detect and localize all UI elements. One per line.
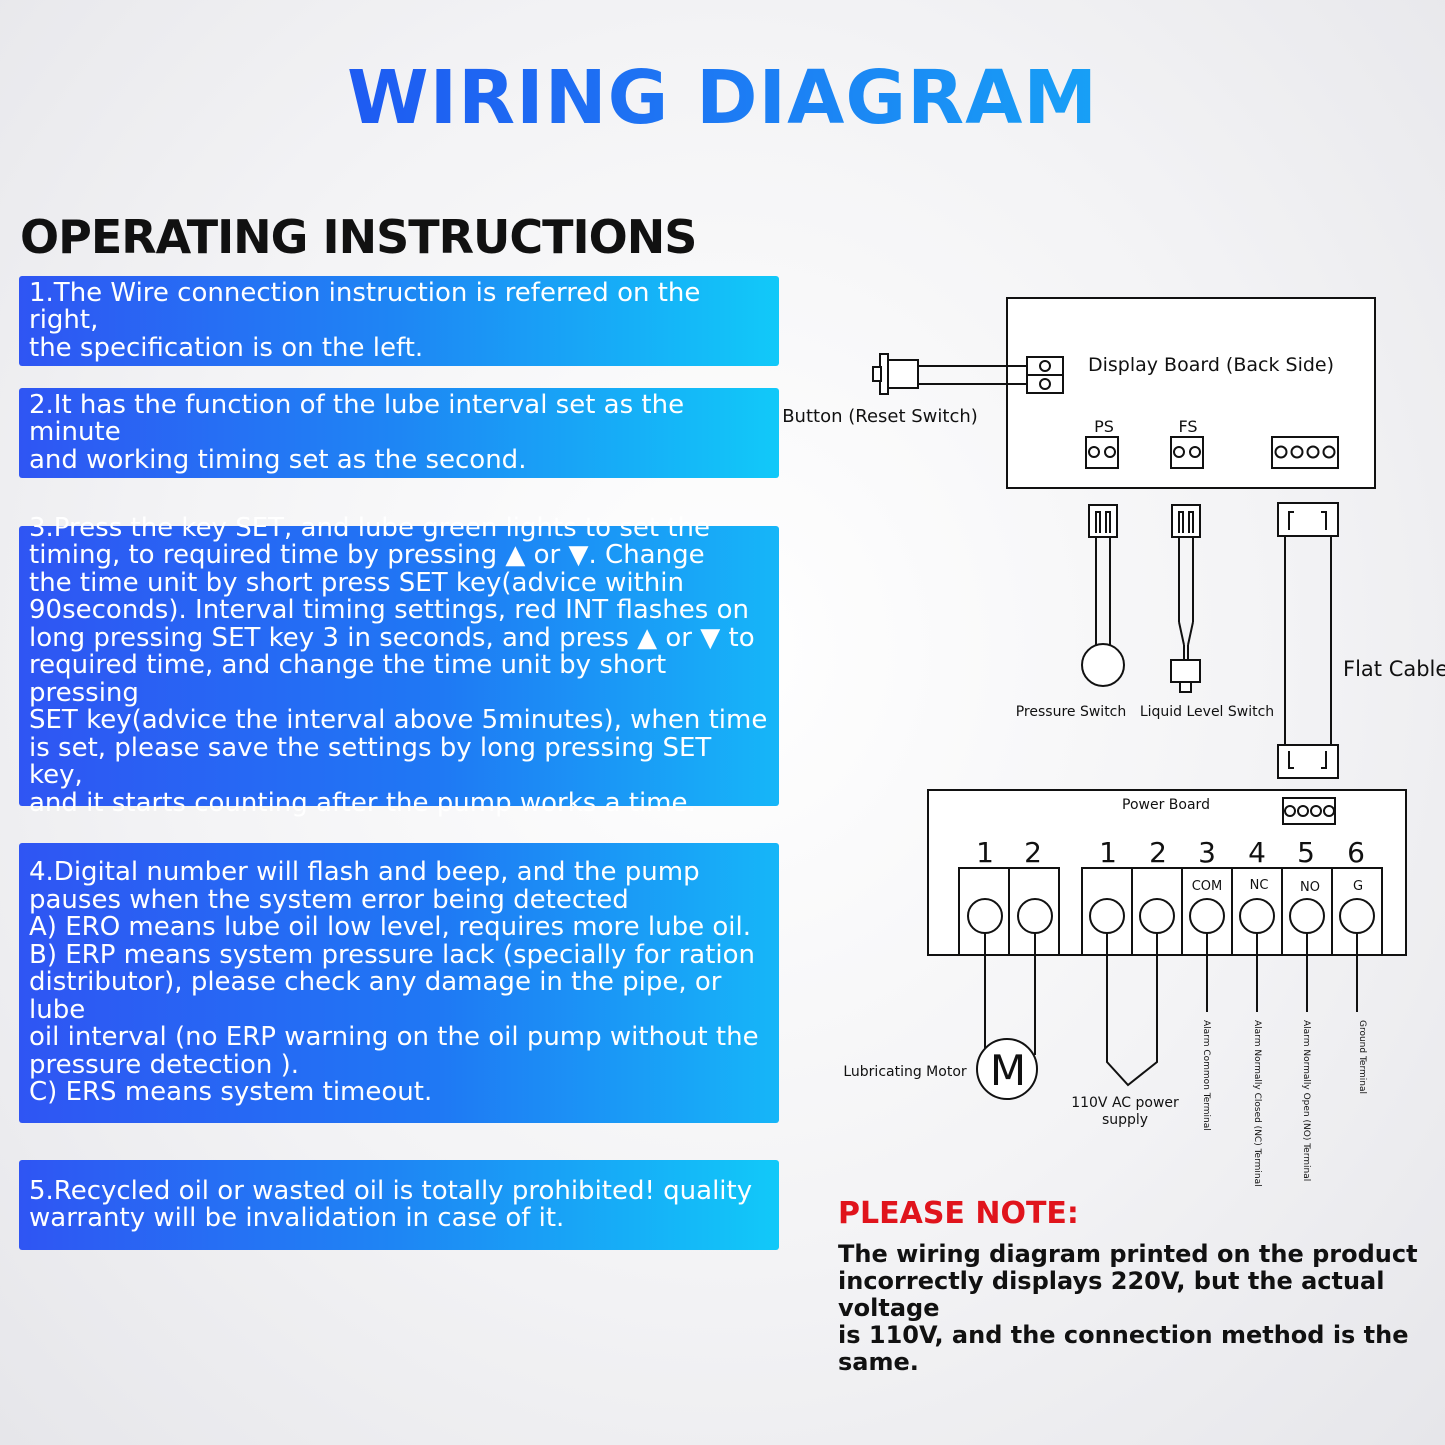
- terminal-number: 5: [1297, 836, 1315, 869]
- terminal-number: 1: [976, 836, 994, 869]
- instruction-text-2: 2.It has the function of the lube interv…: [29, 389, 685, 475]
- terminal-label-g: G: [1353, 879, 1363, 894]
- alarm-no-label: Alarm Normally Open (NO) Terminal: [1301, 1020, 1311, 1181]
- instruction-text-3: 3.Press the key SET, and lube green ligh…: [29, 512, 768, 818]
- terminal-number: 3: [1198, 836, 1216, 869]
- terminal-number: 1: [1099, 836, 1117, 869]
- motor-symbol: M: [990, 1046, 1026, 1095]
- terminal-label-com: COM: [1192, 879, 1223, 894]
- alarm-common-label: Alarm Common Terminal: [1201, 1020, 1211, 1131]
- instruction-box-2: 2.It has the function of the lube interv…: [19, 388, 779, 478]
- ps-label: PS: [1094, 417, 1114, 436]
- terminal-number: 6: [1347, 836, 1365, 869]
- terminal-label-nc: NC: [1250, 878, 1269, 893]
- liquid-level-switch-icon: [1170, 504, 1201, 693]
- instruction-box-4: 4.Digital number will flash and beep, an…: [19, 843, 779, 1123]
- section-title: OPERATING INSTRUCTIONS: [20, 210, 697, 264]
- alarm-nc-label: Alarm Normally Closed (NC) Terminal: [1252, 1020, 1262, 1187]
- instruction-text-4: 4.Digital number will flash and beep, an…: [29, 857, 759, 1108]
- instruction-box-5: 5.Recycled oil or wasted oil is totally …: [19, 1160, 779, 1250]
- power-supply-label: 110V AC power: [1071, 1095, 1179, 1111]
- reset-button-icon: [872, 353, 1027, 395]
- fs-label: FS: [1178, 417, 1197, 436]
- note-body: The wiring diagram printed on the produc…: [838, 1240, 1418, 1376]
- instruction-box-3: 3.Press the key SET, and lube green ligh…: [19, 514, 779, 816]
- ground-label: Ground Terminal: [1357, 1020, 1367, 1094]
- main-terminal-block: [1081, 867, 1383, 956]
- flat-cable-label: Flat Cable: [1343, 657, 1445, 681]
- power-supply-label: supply: [1102, 1112, 1148, 1128]
- liquid-level-switch-label: Liquid Level Switch: [1140, 704, 1274, 720]
- terminal-number: 2: [1024, 836, 1042, 869]
- instruction-text-1: 1.The Wire connection instruction is ref…: [29, 277, 701, 363]
- display-board-label: Display Board (Back Side): [1088, 354, 1334, 376]
- motor-icon: [976, 1038, 1038, 1100]
- instruction-box-1: 1.The Wire connection instruction is ref…: [19, 276, 779, 366]
- instruction-text-5: 5.Recycled oil or wasted oil is totally …: [29, 1175, 753, 1233]
- pressure-switch-icon: [1081, 504, 1125, 687]
- terminal-number: 4: [1248, 836, 1266, 869]
- note-title: PLEASE NOTE:: [838, 1196, 1079, 1231]
- lubricating-motor-label: Lubricating Motor: [843, 1064, 967, 1080]
- pressure-switch-label: Pressure Switch: [1016, 704, 1127, 720]
- page-title: WIRING DIAGRAM: [0, 55, 1445, 141]
- motor-terminal-block: [958, 867, 1060, 956]
- button-label: Button (Reset Switch): [782, 406, 978, 427]
- flat-cable-icon: [1277, 502, 1339, 779]
- terminal-number: 2: [1149, 836, 1167, 869]
- power-board-label: Power Board: [1122, 797, 1210, 813]
- terminal-label-no: NO: [1300, 880, 1320, 895]
